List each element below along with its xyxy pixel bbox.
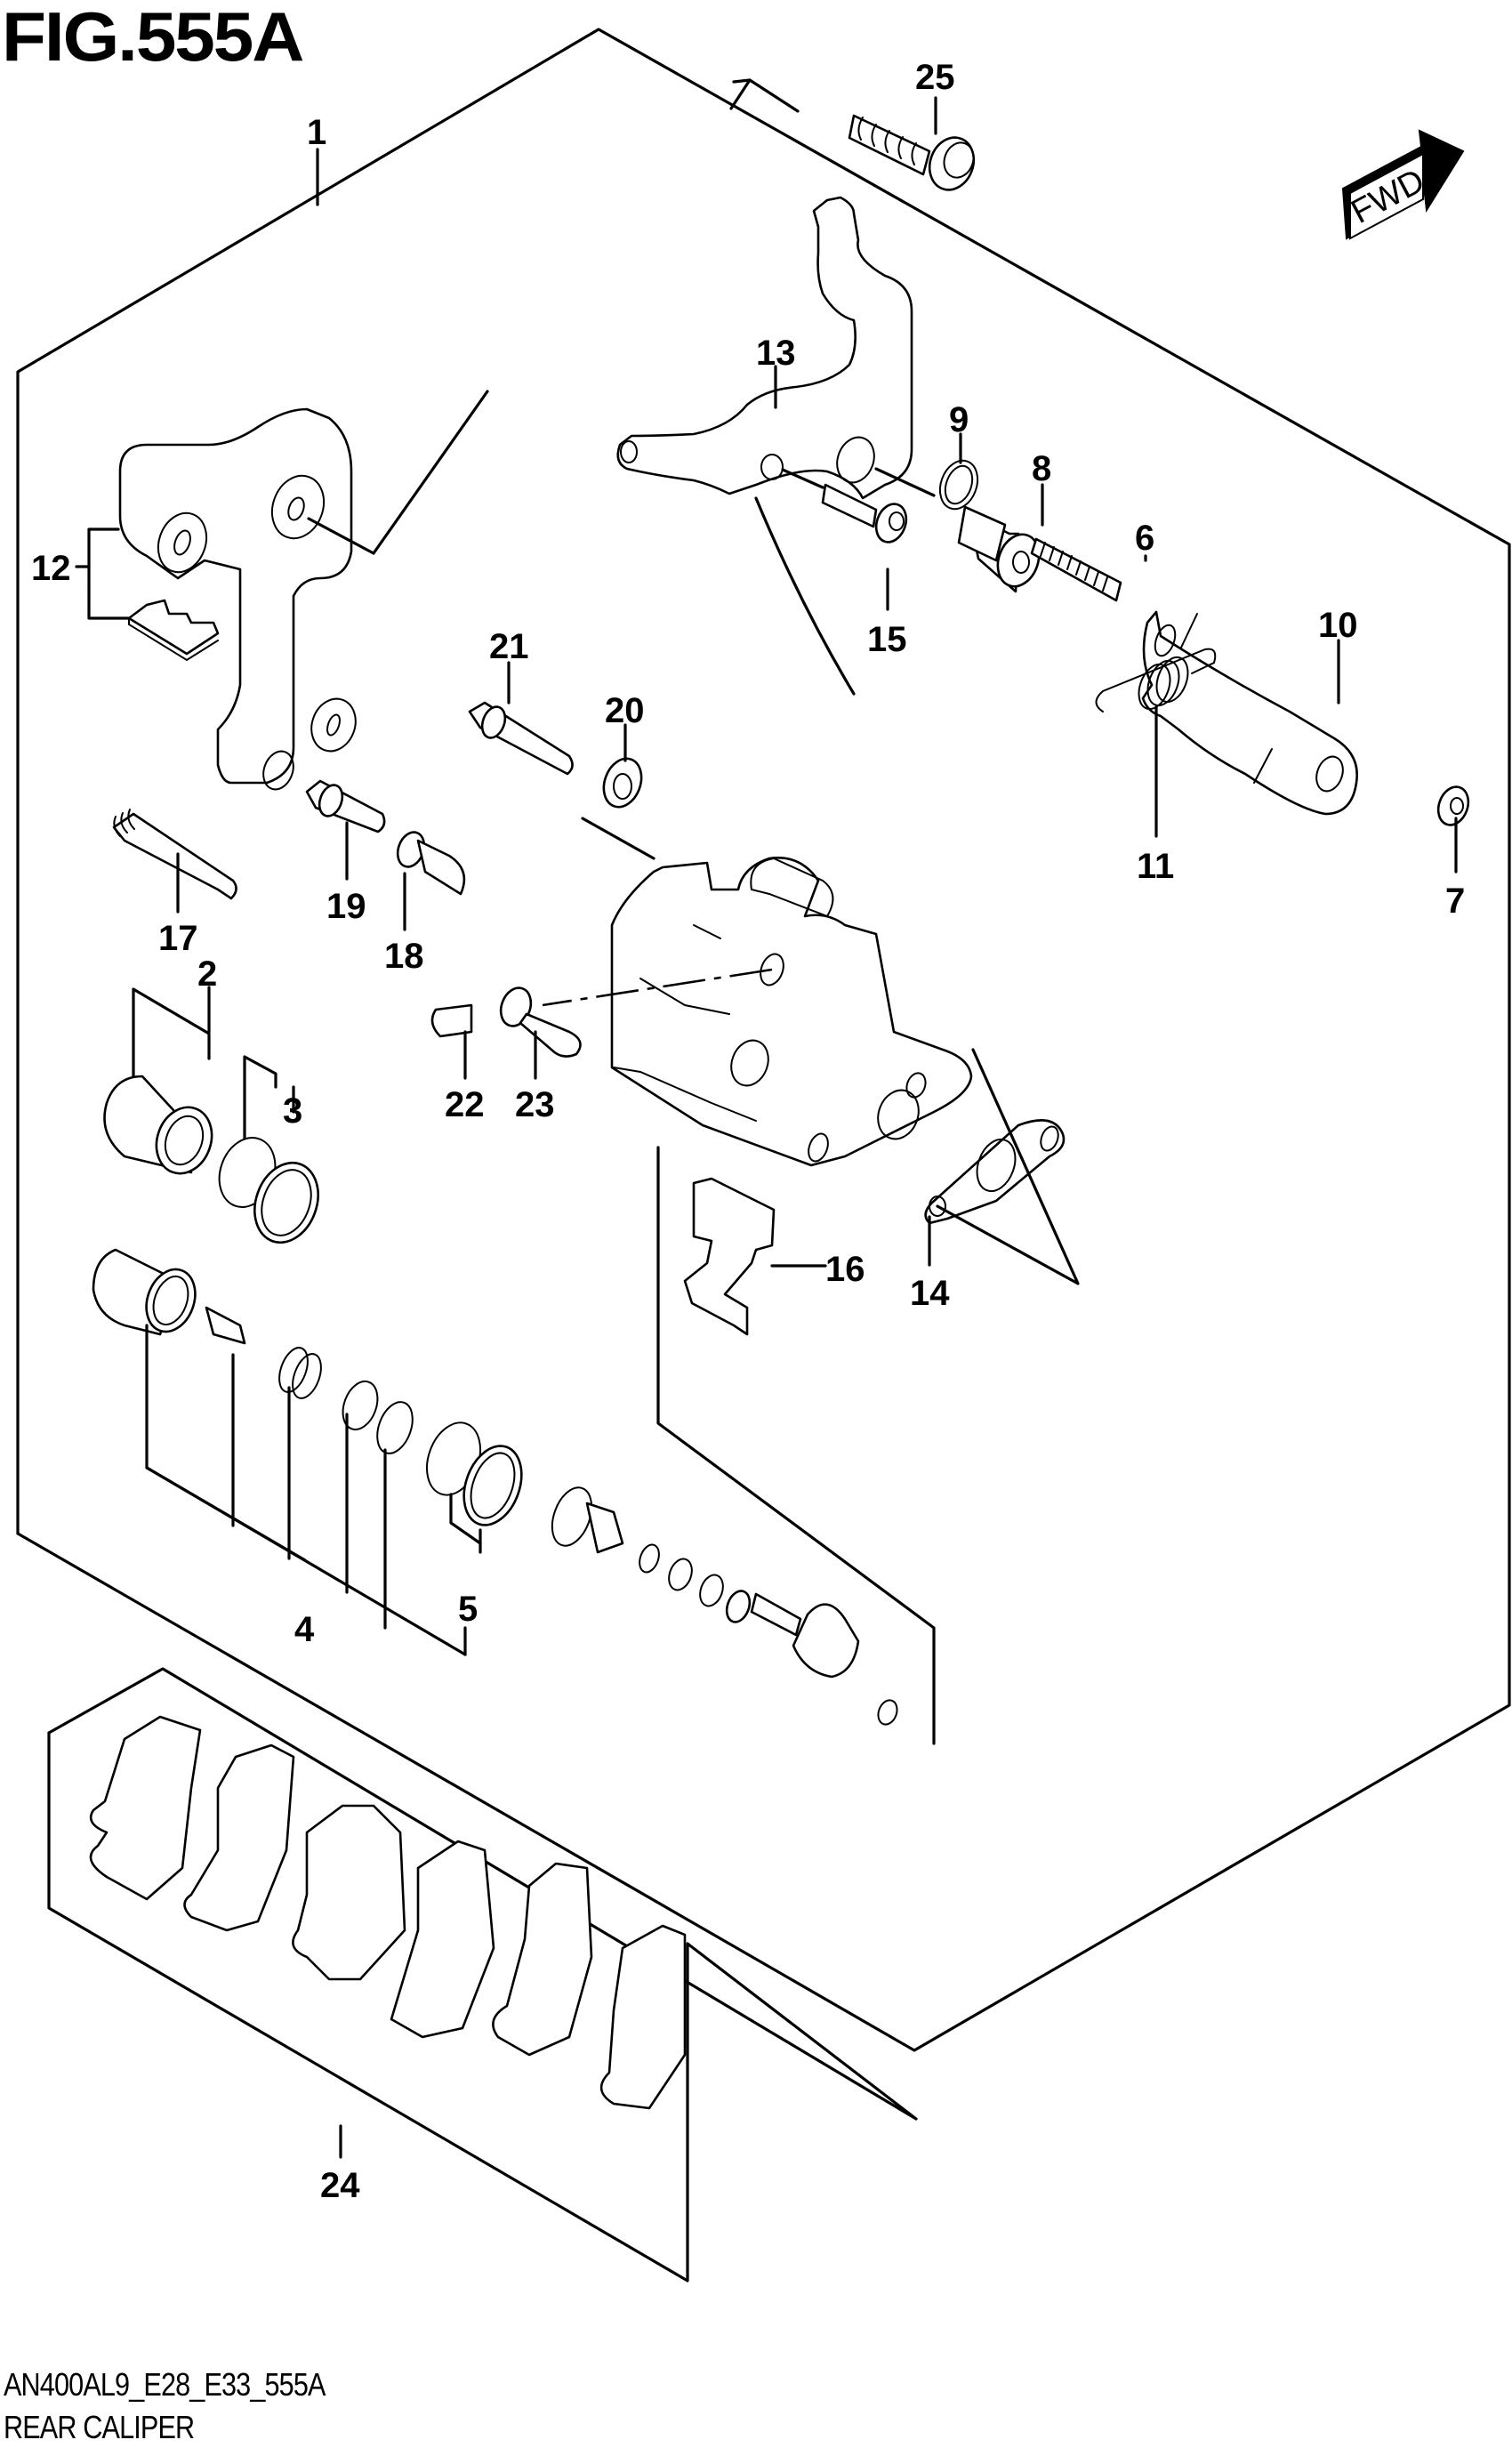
o-ring [938, 459, 979, 511]
brake-pads [89, 1715, 687, 2110]
callout-12[interactable]: 12 [31, 549, 71, 588]
piston-internal-parts [205, 1306, 898, 1726]
adjuster-sleeve [957, 505, 1041, 593]
piston-seal-outer [253, 1161, 319, 1244]
caliper-pin [468, 701, 574, 776]
callout-8[interactable]: 8 [1032, 449, 1051, 488]
bracket-clip [127, 599, 220, 662]
slide-pin-short [305, 779, 386, 833]
callout-5[interactable]: 5 [458, 1590, 478, 1629]
callout-15[interactable]: 15 [867, 620, 907, 659]
callout-1[interactable]: 1 [307, 113, 326, 152]
caliper-piston-upper [103, 1075, 213, 1175]
callout-4[interactable]: 4 [294, 1610, 315, 1649]
figure-name: REAR CALIPER [4, 2409, 195, 2445]
callout-24[interactable]: 24 [320, 2166, 360, 2205]
parking-brake-lever [1141, 610, 1359, 816]
callout-2[interactable]: 2 [197, 954, 217, 994]
mounting-bolt [729, 78, 976, 191]
fwd-direction-badge: FWD [1341, 129, 1465, 240]
callout-17[interactable]: 17 [158, 919, 198, 958]
return-spring [1095, 648, 1217, 713]
callout-3[interactable]: 3 [283, 1091, 302, 1131]
boot-upper [602, 757, 643, 809]
callout-7[interactable]: 7 [1445, 882, 1465, 921]
adjuster-screw [1030, 537, 1122, 602]
boot-lower [396, 831, 466, 896]
callout-16[interactable]: 16 [825, 1250, 865, 1289]
callout-6[interactable]: 6 [1135, 519, 1154, 558]
leader-lines [75, 96, 1458, 2159]
callout-11[interactable]: 11 [1137, 847, 1174, 886]
callout-13[interactable]: 13 [756, 334, 796, 373]
callout-10[interactable]: 10 [1318, 606, 1358, 645]
callout-21[interactable]: 21 [489, 627, 529, 666]
callout-25[interactable]: 25 [915, 58, 955, 97]
bleeder-cap [499, 986, 582, 1058]
callout-22[interactable]: 22 [445, 1085, 485, 1124]
figure-title: FIG.555A [2, 0, 304, 76]
caliper-piston-lower [92, 1248, 197, 1336]
caliper-bracket [118, 390, 489, 791]
bracket-bolt [821, 483, 908, 544]
callout-bracket-4 [145, 1324, 467, 1656]
slide-pin [112, 809, 237, 900]
callout-14[interactable]: 14 [910, 1274, 950, 1313]
figure-code: AN400AL9_E28_E33_555A [4, 2366, 326, 2403]
gasket [924, 1048, 1080, 1285]
callout-20[interactable]: 20 [605, 691, 645, 730]
callout-labels: 1 2 3 4 5 6 7 8 9 10 11 12 13 14 15 16 1… [31, 58, 1465, 2205]
callout-23[interactable]: 23 [515, 1085, 555, 1124]
callout-bracket-5 [449, 1493, 482, 1656]
caliper-body [542, 817, 973, 1745]
lever-nut [1436, 785, 1470, 826]
callout-19[interactable]: 19 [326, 887, 366, 926]
callout-9[interactable]: 9 [949, 400, 969, 439]
callout-18[interactable]: 18 [384, 937, 424, 976]
assembly-frame [16, 28, 1511, 2052]
pad-spring [683, 1177, 776, 1336]
